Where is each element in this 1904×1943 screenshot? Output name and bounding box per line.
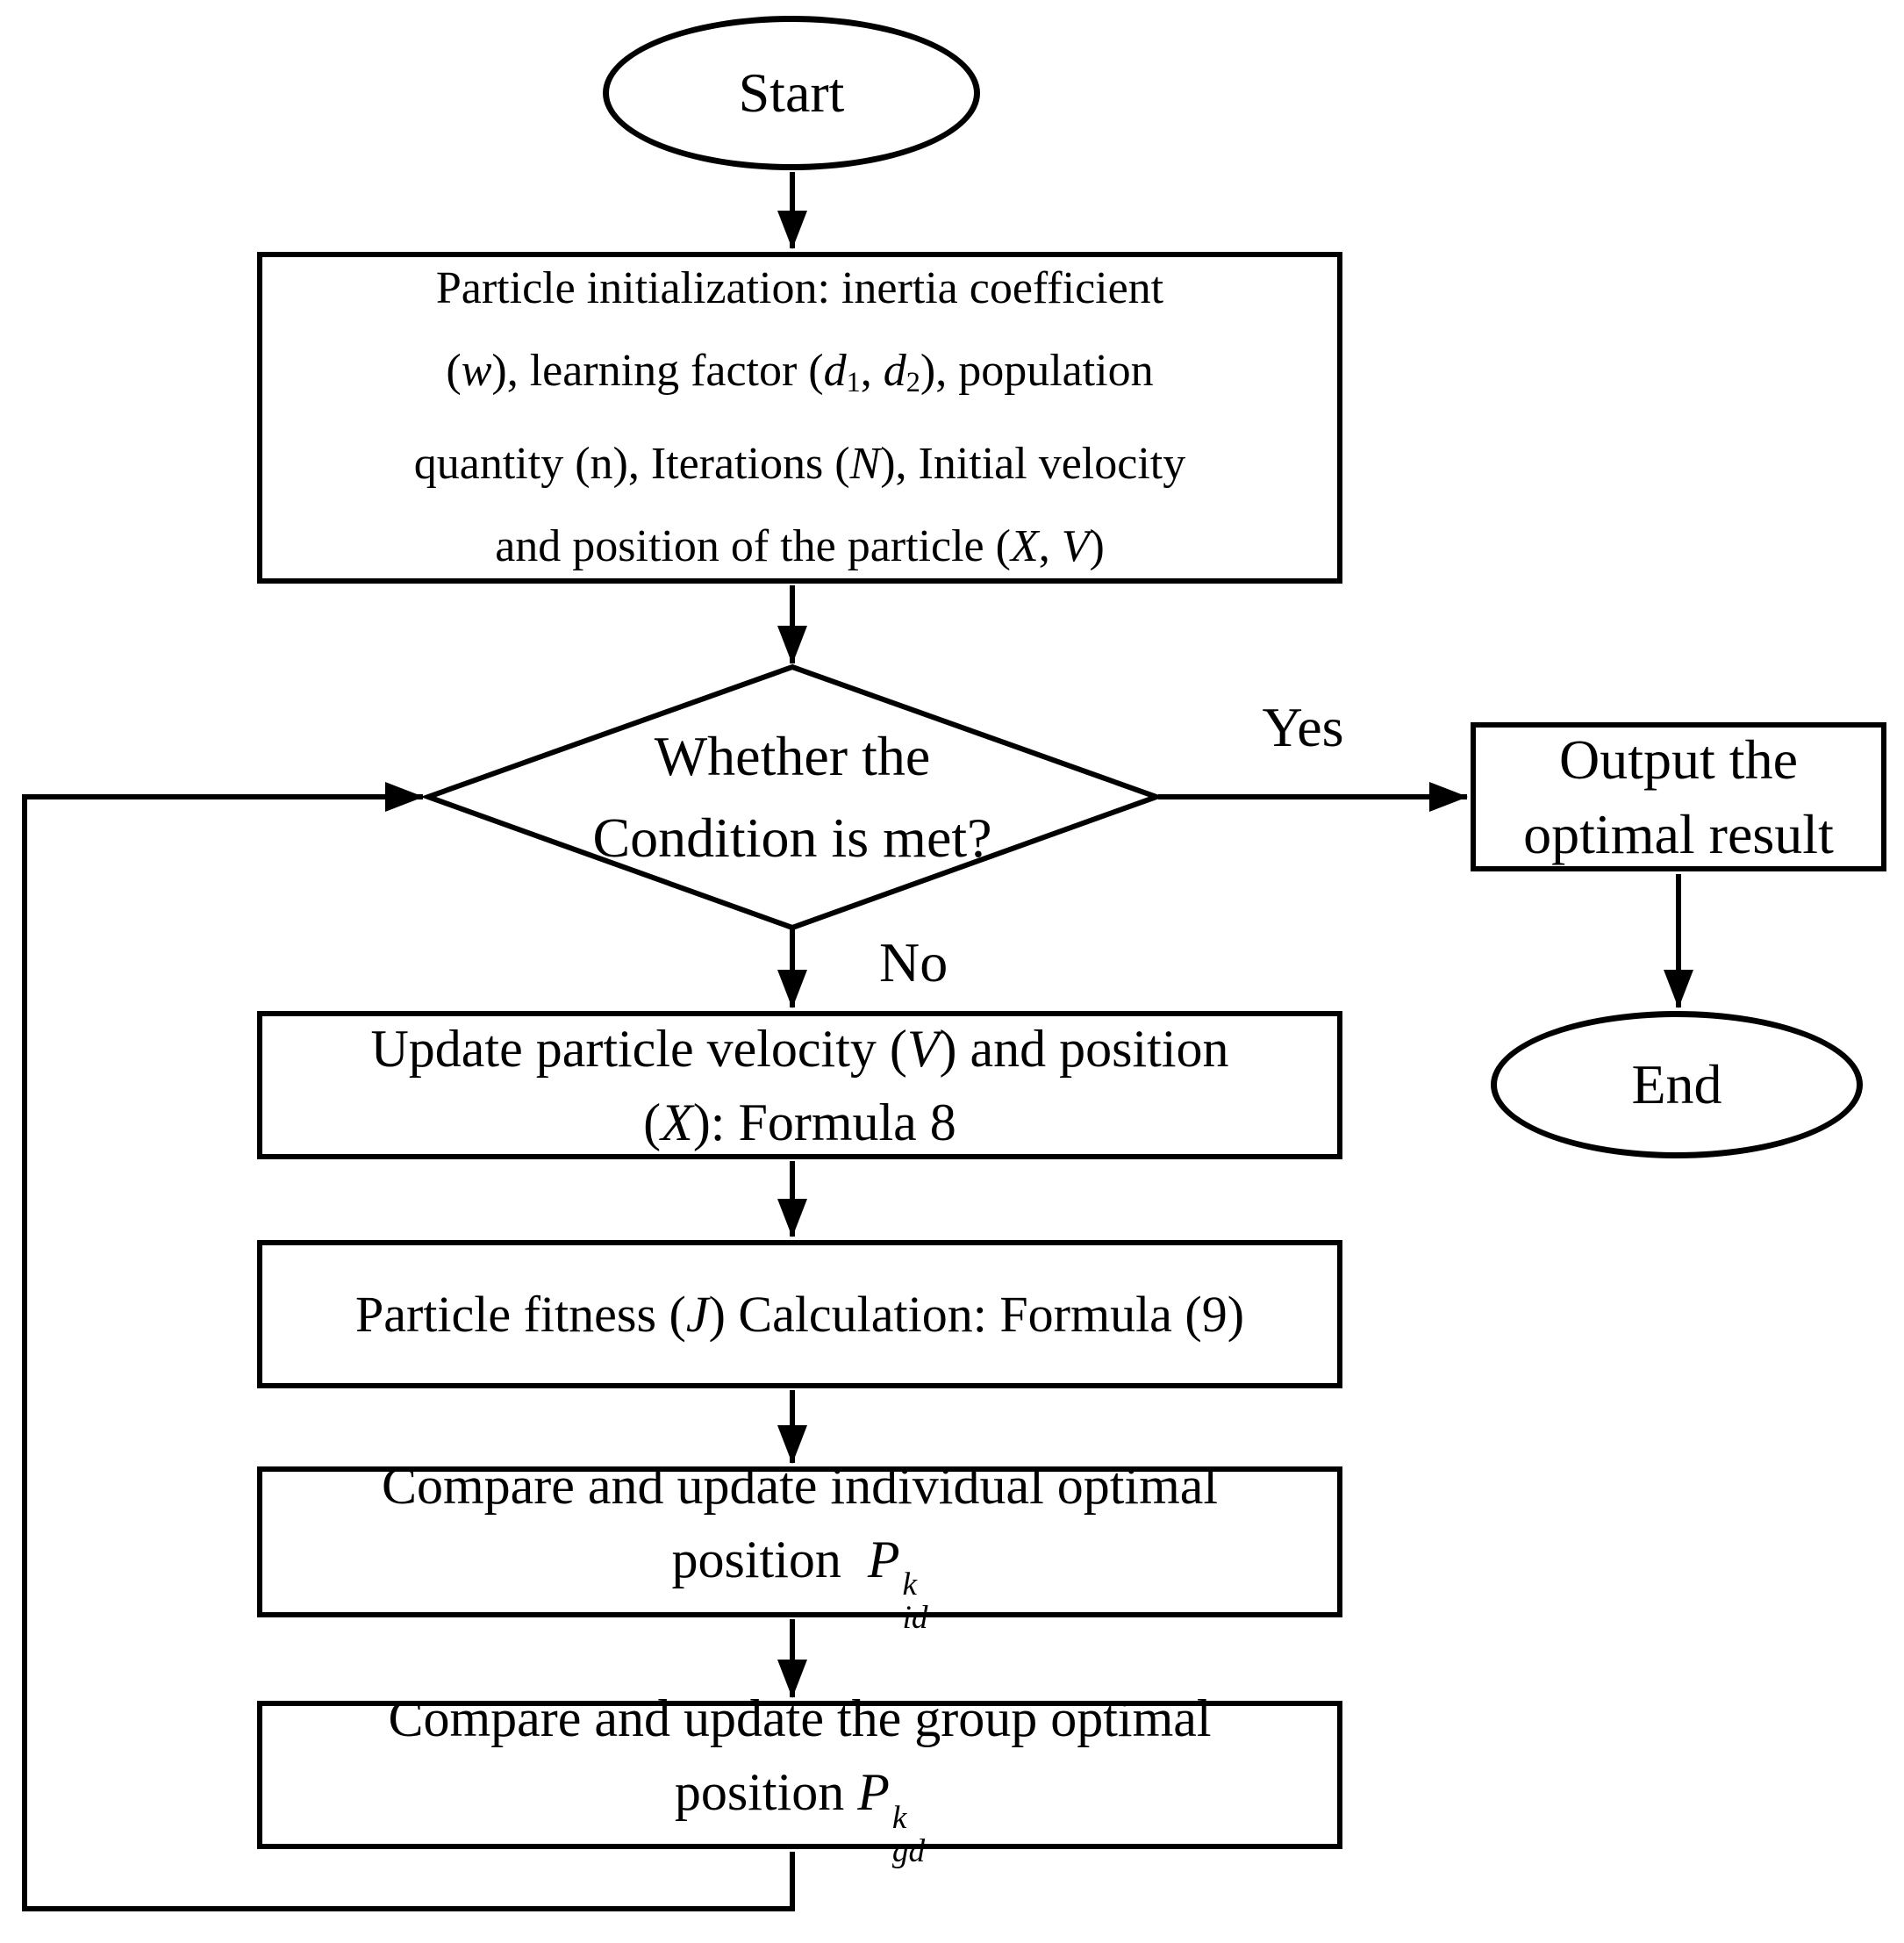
node-end: End — [1491, 1011, 1863, 1158]
node-update-velocity-position: Update particle velocity (V) and positio… — [257, 1011, 1342, 1159]
node-particle-fitness-label: Particle fitness (J) Calculation: Formul… — [354, 1285, 1245, 1343]
node-particle-fitness: Particle fitness (J) Calculation: Formul… — [257, 1240, 1342, 1388]
edge-group-condition-loop — [22, 782, 795, 1911]
decision-diamond-shape — [420, 663, 1164, 931]
node-end-label: End — [1631, 1052, 1722, 1115]
edge-label-yes: Yes — [1228, 695, 1378, 758]
edge-label-no: No — [879, 930, 1020, 993]
node-particle-initialization-label: Particle initialization: inertia coeffic… — [413, 262, 1186, 572]
node-start: Start — [603, 16, 980, 170]
no-text: No — [879, 930, 948, 993]
node-particle-initialization: Particle initialization: inertia coeffic… — [257, 252, 1342, 584]
node-start-label: Start — [738, 61, 845, 124]
yes-text: Yes — [1262, 695, 1344, 758]
node-update-velocity-position-label: Update particle velocity (V) and positio… — [370, 1019, 1229, 1151]
